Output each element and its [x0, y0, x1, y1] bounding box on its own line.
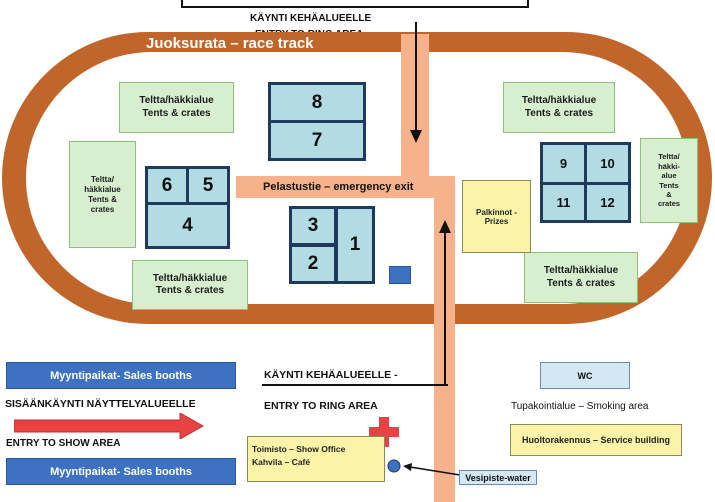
- water-point-square: [389, 266, 411, 284]
- top-frame: [181, 0, 529, 8]
- ring-1: 1: [335, 206, 375, 284]
- tent-area-bottom-right: Teltta/häkkialue Tents & crates: [524, 252, 638, 303]
- arrow-down-icon: [410, 22, 422, 143]
- tent-area-top-right: Teltta/häkkialue Tents & crates: [503, 82, 615, 133]
- sales-booths-bottom: Myyntipaikat- Sales booths: [6, 458, 236, 485]
- prizes-box: Palkinnot - Prizes: [462, 180, 531, 253]
- ring-2: 2: [289, 244, 337, 284]
- race-track-label: Juoksurata – race track: [146, 35, 314, 52]
- show-entrance-fi: SISÄÄNKÄYNTI NÄYTTELYALUEELLE: [5, 398, 196, 410]
- smoking-area-label: Tupakointialue – Smoking area: [511, 401, 649, 412]
- office-line1: Toimisto – Show Office: [252, 444, 346, 454]
- tent-area-right: Teltta/ häkki- alue Tents & crates: [640, 138, 698, 223]
- ring-3: 3: [289, 206, 337, 246]
- emergency-exit-road: [236, 176, 455, 198]
- red-arrow-icon: [14, 413, 204, 439]
- ring-12: 12: [584, 182, 631, 223]
- office-line2: Kahvila – Café: [252, 457, 311, 468]
- tent-area-left: Teltta/ häkkialue Tents & crates: [69, 141, 136, 248]
- water-point-icon: [387, 459, 401, 473]
- water-point-label: Vesipiste-water: [459, 470, 537, 485]
- ring-4: 4: [145, 202, 230, 249]
- ring-6: 6: [145, 166, 189, 205]
- entry-mid-line1: KÄYNTI KEHÄALUEELLE -: [264, 369, 398, 381]
- wc-box: WC: [540, 362, 630, 389]
- ring-7: 7: [268, 120, 366, 161]
- ring-10: 10: [584, 142, 631, 185]
- water-arrow-icon: [403, 463, 461, 476]
- sales-booths-top: Myyntipaikat- Sales booths: [6, 362, 236, 389]
- ring-8: 8: [268, 82, 366, 123]
- show-entrance-en: ENTRY TO SHOW AREA: [6, 438, 121, 449]
- entry-mid-line2: ENTRY TO RING AREA: [264, 400, 378, 412]
- show-office-cafe: Toimisto – Show Office Kahvila – Café: [247, 436, 385, 482]
- arrow-up-icon: [439, 220, 451, 385]
- ring-9: 9: [540, 142, 587, 185]
- entry-top-line1: KÄYNTI KEHÄALUEELLE: [250, 13, 372, 24]
- ring-11: 11: [540, 182, 587, 223]
- ring-5: 5: [186, 166, 230, 205]
- first-aid-cross-icon: [369, 417, 399, 447]
- service-building: Huoltorakennus – Service building: [510, 424, 682, 456]
- entry-connector-line: [262, 384, 448, 386]
- tent-area-bottom-left: Teltta/häkkialue Tents & crates: [132, 260, 248, 310]
- emergency-exit-label: Pelastustie – emergency exit: [263, 181, 414, 193]
- tent-area-top-left: Teltta/häkkialue Tents & crates: [119, 82, 234, 133]
